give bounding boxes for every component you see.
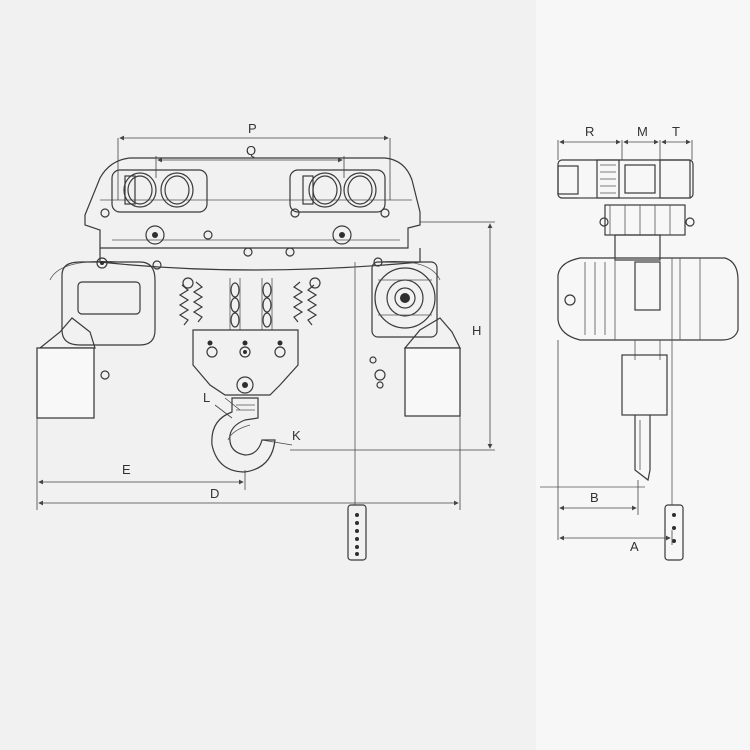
dimension-d: D xyxy=(38,416,461,510)
dimension-q: Q xyxy=(155,143,345,178)
front-view: P Q H L K xyxy=(36,121,495,561)
dimension-b: B xyxy=(557,340,639,540)
hook-block xyxy=(192,329,299,396)
hoist-motor xyxy=(371,257,438,338)
label-t: T xyxy=(672,124,680,139)
side-view: R M T B A xyxy=(540,124,739,561)
dimension-r: R xyxy=(557,124,623,160)
trolley-frame xyxy=(84,157,421,249)
label-d: D xyxy=(210,486,219,501)
side-hoist-body xyxy=(557,257,739,341)
label-b: B xyxy=(590,490,599,505)
dimension-e: E xyxy=(36,418,246,510)
lifting-hook xyxy=(211,397,276,473)
label-l: L xyxy=(203,390,210,405)
side-pendant[interactable] xyxy=(664,258,684,561)
left-control-box xyxy=(61,257,162,346)
side-wheel-assembly xyxy=(557,159,694,199)
load-chains xyxy=(178,277,321,330)
pendant-control[interactable] xyxy=(347,262,367,561)
label-e: E xyxy=(122,462,131,477)
left-chain-container xyxy=(36,317,110,419)
dimension-m: M xyxy=(623,124,661,160)
label-r: R xyxy=(585,124,594,139)
hoist-beam xyxy=(99,248,421,271)
dimension-t: T xyxy=(661,124,693,160)
left-wheel-group xyxy=(111,169,208,213)
label-p: P xyxy=(248,121,257,136)
label-m: M xyxy=(637,124,648,139)
label-q: Q xyxy=(246,143,256,158)
label-a: A xyxy=(630,539,639,554)
dimension-p: P xyxy=(117,121,391,200)
dimension-l: L xyxy=(203,390,241,419)
side-chain-block xyxy=(621,340,668,482)
side-view-panel xyxy=(536,0,750,750)
dimension-h: H xyxy=(290,221,495,451)
dimension-a: A xyxy=(559,530,673,554)
label-h: H xyxy=(472,323,481,338)
side-brackets xyxy=(599,204,695,261)
dimension-k: K xyxy=(261,428,301,446)
right-wheel-group xyxy=(289,169,386,213)
right-chain-container xyxy=(369,317,461,417)
label-k: K xyxy=(292,428,301,443)
frame-pins xyxy=(100,208,390,257)
